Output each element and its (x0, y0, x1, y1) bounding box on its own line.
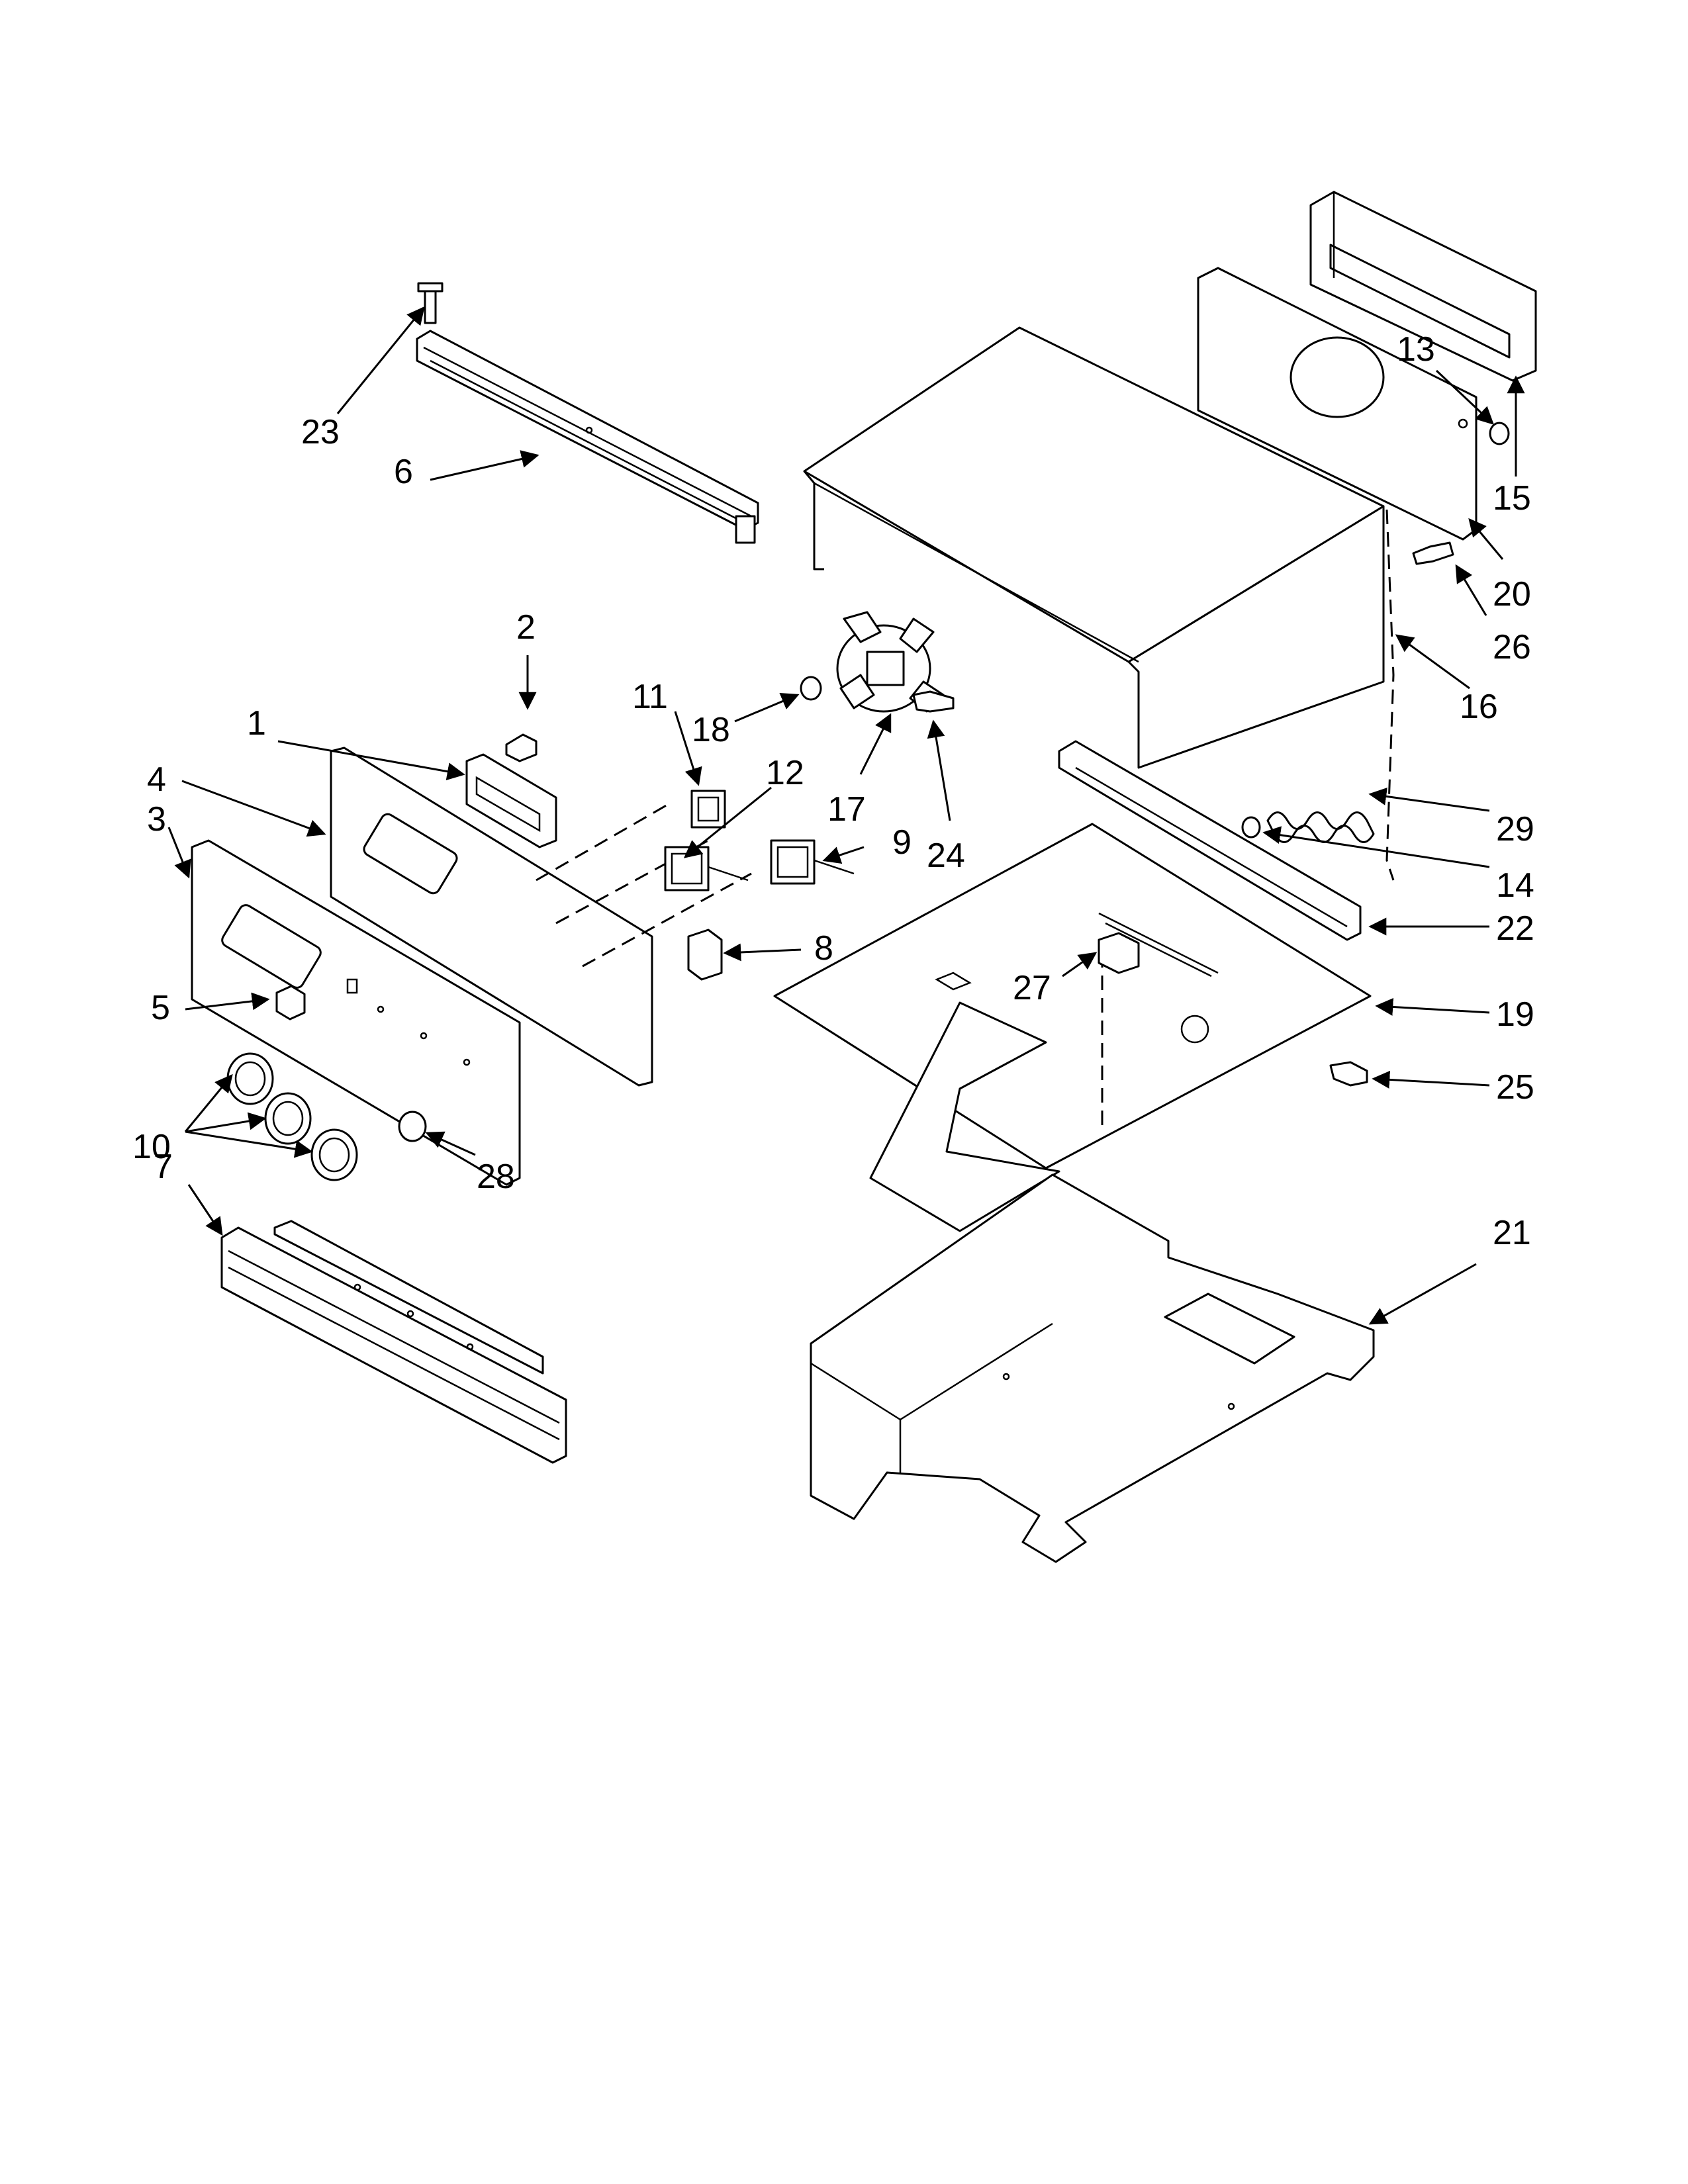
callout-6: 6 (394, 453, 413, 491)
part-6-top-trim (416, 330, 759, 544)
callout-5: 5 (151, 989, 170, 1027)
part-26-screw (1412, 541, 1454, 565)
callout-3: 3 (147, 800, 166, 839)
part-22-front-rail (1058, 740, 1362, 941)
callout-23: 23 (301, 413, 340, 451)
leader-lines (167, 306, 1525, 1325)
part-5-switch (275, 985, 306, 1021)
callout-29: 29 (1496, 810, 1534, 848)
callout-17: 17 (827, 790, 866, 829)
callout-7: 7 (154, 1148, 173, 1186)
callout-10: 10 (132, 1128, 171, 1166)
callout-25: 25 (1496, 1068, 1534, 1107)
part-19-mounting-plate (773, 823, 1372, 1232)
callout-22: 22 (1496, 909, 1534, 948)
callout-24: 24 (927, 837, 965, 875)
part-21-bottom-tray (810, 1173, 1375, 1563)
callout-21: 21 (1493, 1214, 1531, 1252)
part-15-vent-duct (1309, 191, 1537, 382)
part-13-grommet (1489, 422, 1510, 445)
part-27-relay (1098, 932, 1140, 974)
callout-labels: 23 6 2 1 4 3 5 10 28 7 11 12 9 8 18 17 2… (132, 330, 1534, 1252)
part-17-blower-fan (836, 611, 945, 713)
part-2-screw (505, 733, 538, 762)
part-9-selector-switch (770, 839, 855, 885)
part-23-screw (417, 282, 444, 324)
part-14-ring (1241, 816, 1261, 839)
part-29-spring (1266, 811, 1375, 843)
callout-2: 2 (516, 608, 536, 647)
part-4-control-bracket (330, 747, 752, 1087)
callout-13: 13 (1397, 330, 1435, 369)
part-16-outer-wrapper (803, 326, 1395, 881)
part-25-screw (1329, 1061, 1368, 1087)
callout-12: 12 (766, 754, 804, 792)
callout-28: 28 (477, 1158, 515, 1196)
part-24-screw (912, 690, 955, 713)
part-28-button (398, 1111, 427, 1142)
callout-16: 16 (1460, 688, 1498, 726)
part-7-bottom-trim (220, 1220, 567, 1464)
part-1-display-module (465, 753, 557, 848)
callout-20: 20 (1493, 575, 1531, 614)
callout-14: 14 (1496, 866, 1534, 905)
callout-27: 27 (1013, 969, 1051, 1007)
callout-4: 4 (147, 760, 166, 799)
callout-18: 18 (692, 711, 730, 749)
part-10-knobs (226, 1052, 358, 1181)
callout-9: 9 (892, 823, 912, 862)
callout-1: 1 (247, 704, 266, 743)
callout-15: 15 (1493, 479, 1531, 518)
part-8-clip (687, 929, 723, 981)
part-3-front-panel (191, 839, 521, 1186)
callout-11: 11 (632, 678, 668, 716)
part-12-selector-switch (664, 846, 749, 891)
part-18-ring (800, 676, 822, 701)
callout-26: 26 (1493, 628, 1531, 666)
callout-8: 8 (814, 929, 833, 968)
part-11-switch (690, 790, 726, 829)
callout-19: 19 (1496, 995, 1534, 1034)
